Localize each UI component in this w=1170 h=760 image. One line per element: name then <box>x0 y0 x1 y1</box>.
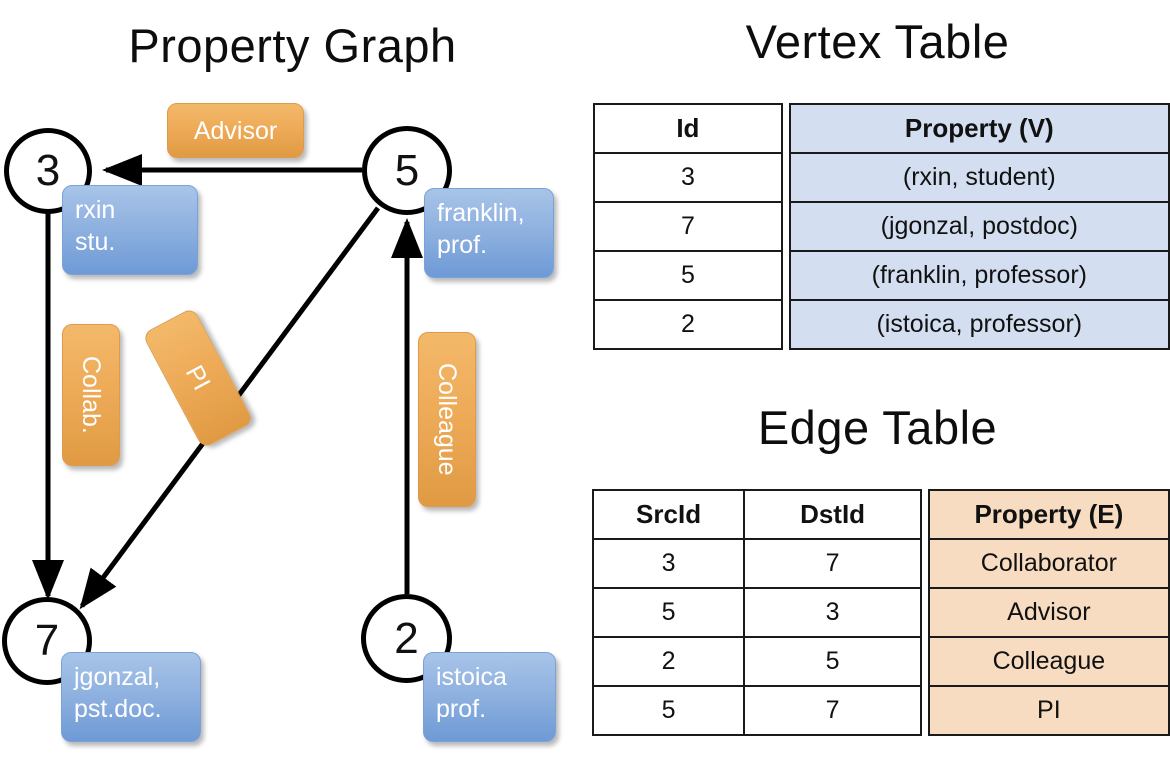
edge-label-collab: Collab. <box>62 324 120 466</box>
property-graph-panel: Property Graph 3 rxin stu. 5 franklin, p… <box>2 19 556 742</box>
table-row: (rxin, student) <box>788 152 1170 203</box>
vertex-table-property-column: Property (V) (rxin, student) (jgonzal, p… <box>788 103 1170 350</box>
graph-node-3-property-line1: rxin <box>75 196 116 224</box>
edge-table-title: Edge Table <box>757 401 998 454</box>
vertex-table-cell-property: (istoica, professor) <box>788 299 1170 350</box>
vertex-table-cell-id: 5 <box>593 250 783 301</box>
graph-node-5-property-line2: prof. <box>437 231 488 259</box>
edge-label-advisor-text: Advisor <box>193 116 278 145</box>
graph-node-2[interactable]: 2 <box>361 594 452 683</box>
graph-node-5-property-line1: franklin, <box>437 199 525 227</box>
graph-node-5-label: 5 <box>394 145 420 195</box>
table-row: 5 <box>593 250 783 301</box>
edge-table-cell-src: 5 <box>591 587 746 638</box>
graph-node-2-property-box: istoica prof. <box>423 652 556 742</box>
table-row: 2 5 <box>591 636 922 687</box>
edge-table-header-dstid: DstId <box>743 489 922 540</box>
vertex-table: Id 3 7 5 2 Property (V) (rxin, student) … <box>593 103 1170 350</box>
table-row: Property (E) <box>927 489 1170 540</box>
vertex-table-header-id: Id <box>593 103 783 154</box>
graph-node-5[interactable]: 5 <box>362 126 452 215</box>
edge-label-colleague: Colleague <box>418 332 476 507</box>
table-row: (jgonzal, postdoc) <box>788 201 1170 252</box>
vertex-table-header-property: Property (V) <box>788 103 1170 154</box>
table-row: 5 3 <box>591 587 922 638</box>
graph-node-2-property-line2: prof. <box>436 695 487 723</box>
vertex-table-cell-id: 2 <box>593 299 783 350</box>
table-row: 3 <box>593 152 783 203</box>
table-row: Colleague <box>927 636 1170 687</box>
table-row: SrcId DstId <box>591 489 922 540</box>
edge-table-property-column: Property (E) Collaborator Advisor Collea… <box>927 489 1170 736</box>
graph-node-7-property-box: jgonzal, pst.doc. <box>61 652 201 742</box>
table-row: 5 7 <box>591 685 922 736</box>
graph-node-3-label: 3 <box>35 146 61 195</box>
graph-node-5-property-box: franklin, prof. <box>424 188 554 278</box>
vertex-table-cell-id: 7 <box>593 201 783 252</box>
edge-label-colleague-text: Colleague <box>433 363 461 476</box>
property-graph-title: Property Graph <box>128 19 457 72</box>
vertex-table-cell-property: (jgonzal, postdoc) <box>788 201 1170 252</box>
edge-table-cell-src: 2 <box>591 636 746 687</box>
vertex-table-cell-id: 3 <box>593 152 783 203</box>
edge-table-src-dst-columns: SrcId DstId 3 7 5 3 2 5 5 7 <box>591 489 922 736</box>
table-row: Id <box>593 103 783 154</box>
edge-table-header-srcid: SrcId <box>591 489 746 540</box>
table-row: PI <box>927 685 1170 736</box>
edge-table-cell-dst: 7 <box>743 538 922 589</box>
table-row: Collaborator <box>927 538 1170 589</box>
table-row: (franklin, professor) <box>788 250 1170 301</box>
edge-table-cell-dst: 3 <box>743 587 922 638</box>
edge-label-collab-text: Collab. <box>77 356 105 434</box>
edge-label-advisor: Advisor <box>167 103 304 158</box>
edge-table-cell-property: Colleague <box>927 636 1170 687</box>
edge-table-cell-dst: 5 <box>743 636 922 687</box>
graph-node-2-label: 2 <box>394 613 419 663</box>
edge-label-pi-text: PI <box>180 360 216 396</box>
edge-table-cell-src: 3 <box>591 538 746 589</box>
table-row: Advisor <box>927 587 1170 638</box>
graph-node-7-label: 7 <box>34 616 60 665</box>
graph-node-2-property-line1: istoica <box>436 663 507 691</box>
table-row: 2 <box>593 299 783 350</box>
edge-table-cell-property: Collaborator <box>927 538 1170 589</box>
vertex-table-cell-property: (franklin, professor) <box>788 250 1170 301</box>
edge-table-cell-dst: 7 <box>743 685 922 736</box>
table-row: Property (V) <box>788 103 1170 154</box>
edge-table: SrcId DstId 3 7 5 3 2 5 5 7 Property (E)… <box>591 489 1170 736</box>
table-row: (istoica, professor) <box>788 299 1170 350</box>
edge-table-cell-src: 5 <box>591 685 746 736</box>
graph-node-3-property-box: rxin stu. <box>62 185 198 275</box>
graph-node-7-property-line2: pst.doc. <box>74 695 162 723</box>
graph-node-7-property-line1: jgonzal, <box>74 663 161 691</box>
edge-table-cell-property: PI <box>927 685 1170 736</box>
vertex-table-cell-property: (rxin, student) <box>788 152 1170 203</box>
vertex-table-title: Vertex Table <box>745 15 1010 68</box>
edge-table-header-property: Property (E) <box>927 489 1170 540</box>
edge-table-cell-property: Advisor <box>927 587 1170 638</box>
vertex-table-id-column: Id 3 7 5 2 <box>593 103 783 350</box>
graph-node-3-property-line2: stu. <box>75 228 116 256</box>
table-row: 7 <box>593 201 783 252</box>
table-row: 3 7 <box>591 538 922 589</box>
